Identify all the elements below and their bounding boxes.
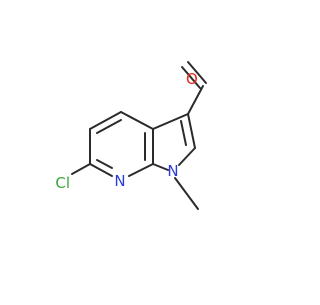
bond-c3a-c4 [120,111,154,130]
bond-c3-c2 [187,113,196,149]
bond-cho-c3 [187,85,204,115]
bond-c2-n1 [178,147,196,166]
bond-c-o-double-b [187,61,207,84]
structure-canvas: O Cl N N [55,61,207,210]
bond-c3-c2-inner [180,120,187,146]
bond-layer [71,61,207,210]
chlorine-label: Cl [55,174,70,192]
oxygen-label: O [186,70,198,88]
pyridine-nitrogen-label: N [114,172,125,190]
bond-n1-methyl [174,177,199,210]
bond-c4-c5-inner [96,119,122,134]
bond-c6-cl [71,163,91,175]
molecule-structure: O Cl N N [55,61,207,210]
atom-label-layer: O Cl N N [55,70,197,192]
pyrrole-nitrogen-label: N [167,162,178,180]
bond-c6-n7-inner [96,159,113,169]
bond-n7-c7a [128,163,154,177]
bond-c-o-double-a [181,66,201,89]
bond-c6-n7 [89,163,113,177]
bond-c3-c3a [152,113,189,130]
bond-n1-c7a [152,163,169,171]
bond-c4-c5 [89,111,122,130]
